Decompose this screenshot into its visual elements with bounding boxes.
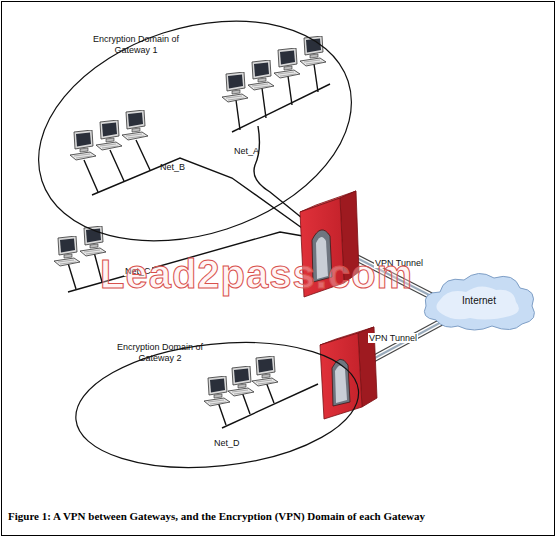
network-label: Net_B <box>160 162 185 172</box>
watermark: Lead2pass.com <box>100 252 413 297</box>
node-text: Encryption Domain of Gateway 1 <box>90 34 182 57</box>
node-outline <box>72 336 362 470</box>
internet-cloud: Internet <box>418 268 540 334</box>
network-wire <box>68 64 330 428</box>
encryption-domain: Encryption Domain of Gateway 2 <box>72 336 362 470</box>
computer-icon <box>54 36 326 406</box>
tunnel-label: VPN Tunnel <box>368 333 418 343</box>
node-outline <box>28 6 362 256</box>
figure-caption: Figure 1: A VPN between Gateways, and th… <box>8 510 425 522</box>
node-text: Encryption Domain of Gateway 2 <box>108 342 212 365</box>
network-label: Net_A <box>234 146 259 156</box>
network-label: Net_D <box>214 438 240 448</box>
node-text: Internet <box>418 295 540 308</box>
encryption-domain: Encryption Domain of Gateway 1 <box>28 6 362 256</box>
